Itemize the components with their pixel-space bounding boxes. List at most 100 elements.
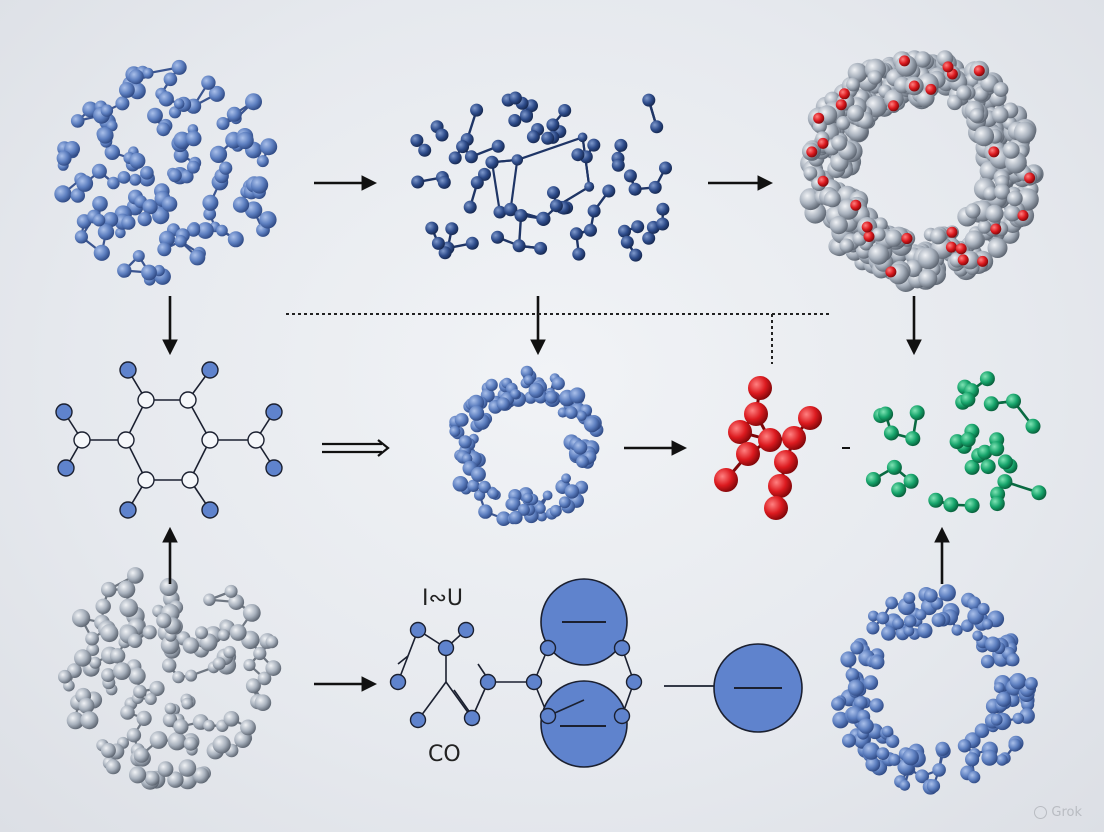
atom [520,365,534,379]
atom [208,85,225,102]
atom [418,143,432,157]
atom [930,228,947,245]
atom [974,723,990,738]
large-blue-circle-top [540,578,628,666]
atom [602,184,616,198]
atom [411,175,425,189]
atom [72,609,91,628]
atom [885,734,900,748]
atom [884,229,903,247]
atom [564,484,580,499]
atom [980,654,995,669]
atom [491,139,505,153]
atom [470,176,484,190]
atom [549,199,563,213]
atom [996,691,1012,707]
atom [829,216,848,235]
atom [583,416,600,433]
atom [817,175,829,187]
atom [183,736,198,751]
atom [133,684,147,699]
atom [744,402,768,426]
node [119,361,137,379]
navy-chain-molecule [410,91,672,262]
atom [981,749,998,766]
atom [438,246,452,260]
atom [463,200,477,214]
atom [782,426,806,450]
atom [157,761,174,777]
atom [115,96,130,111]
atom [259,211,277,229]
atom [121,215,136,230]
node [479,673,497,691]
node [73,431,91,449]
atom [858,718,874,734]
atom [129,173,142,186]
atom [758,428,782,452]
atom [260,138,278,156]
atom [659,161,672,175]
atom [549,504,562,517]
atom [113,662,131,680]
atom [845,668,860,682]
atom [994,183,1010,200]
atom [915,769,929,784]
atom [234,731,252,748]
atom [163,72,178,87]
atom [496,511,512,526]
atom [1004,205,1021,222]
atom [648,180,662,194]
atom [938,584,956,602]
atom [89,656,102,669]
atom [212,657,226,670]
atom [216,117,230,130]
atom [178,759,197,777]
atom [185,669,198,682]
atom [464,150,478,164]
atom [107,176,120,190]
atom [212,735,231,754]
node [117,431,135,449]
atom [982,618,993,630]
atom [903,473,919,489]
atom [972,630,983,642]
atom [508,114,522,127]
atom [964,498,980,514]
atom [813,112,825,124]
atom [126,728,142,743]
atom [955,243,967,255]
atom [551,376,565,391]
atom [902,749,919,766]
atom [1012,712,1024,725]
atom [840,651,857,668]
atom [70,188,86,203]
node [137,471,155,489]
atom [58,669,72,684]
atom [847,104,865,122]
atom [993,682,1005,693]
atom [876,747,890,760]
atom [168,168,182,183]
atom [764,496,788,520]
atom [164,702,177,715]
atom [576,455,589,468]
atom [985,204,1004,223]
atom [850,641,864,655]
atom [611,158,625,172]
atom [925,83,937,95]
atom [918,269,938,288]
atom [1024,677,1038,690]
atom [577,132,588,143]
atom [109,648,126,664]
node [247,431,265,449]
atom [97,223,115,241]
atom [491,230,504,244]
atom [523,375,534,386]
atom [133,747,150,763]
atom [536,511,548,522]
atom [806,146,818,158]
atom [838,88,850,100]
atom [242,604,261,622]
atom [736,442,760,466]
